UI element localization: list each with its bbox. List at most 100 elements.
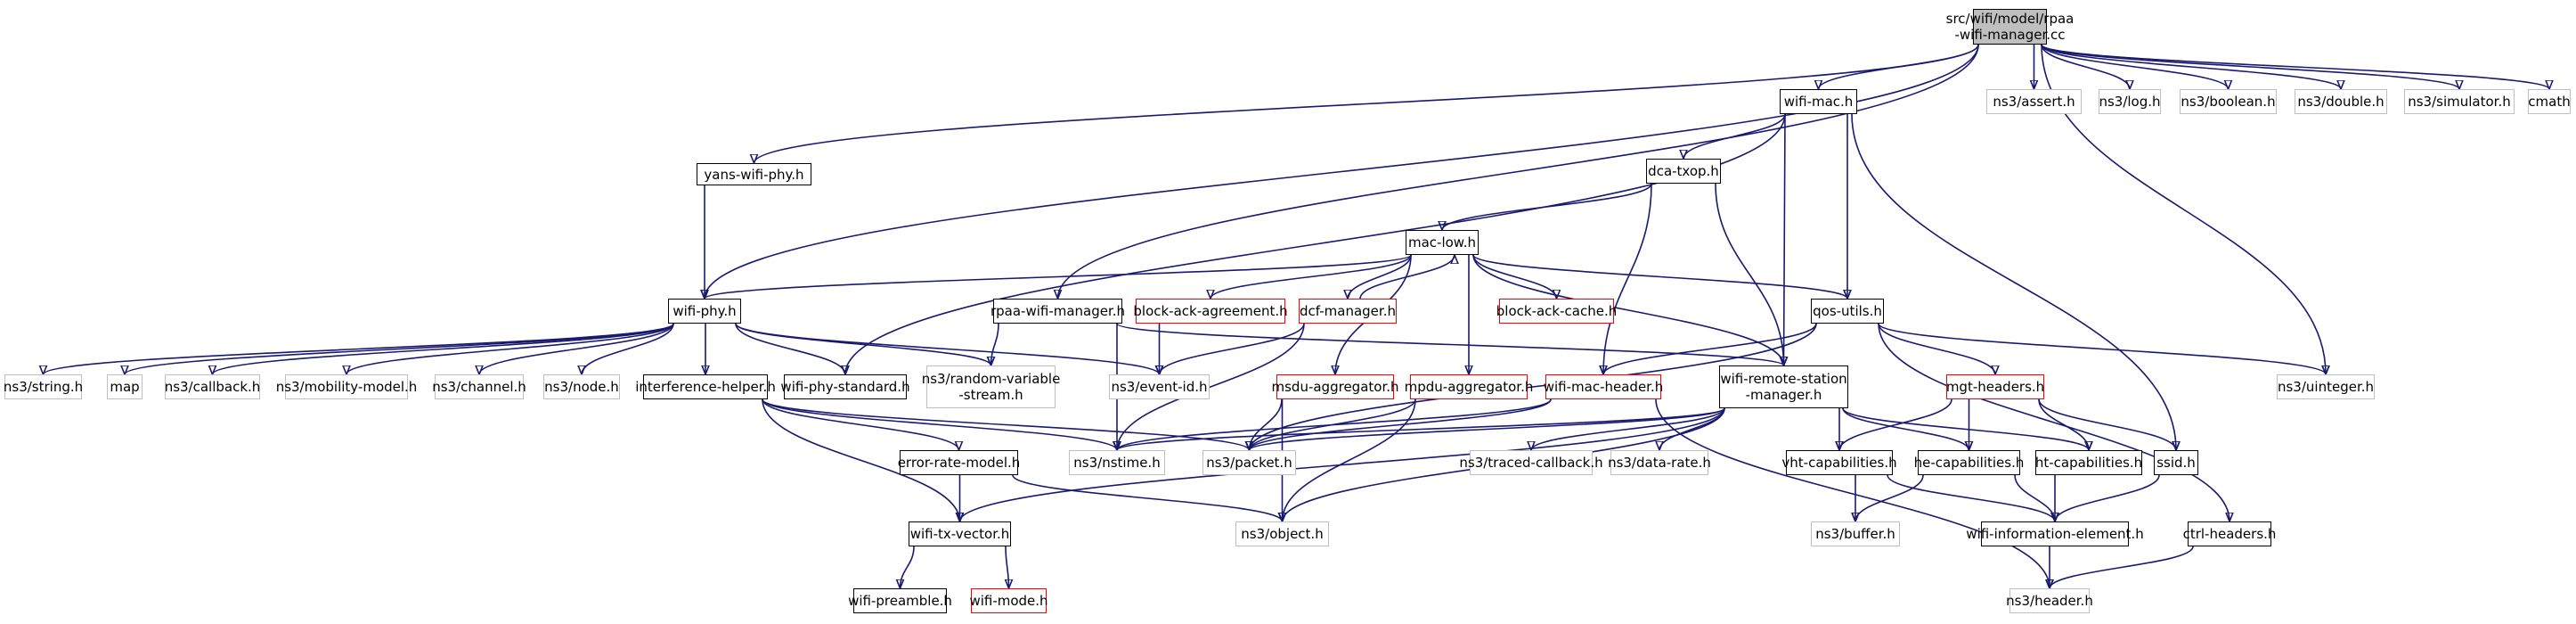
edge-qosutils-to-machdr [1603, 323, 1817, 375]
node-packet[interactable]: ns3/packet.h [1202, 450, 1296, 475]
node-randvar[interactable]: ns3/random-variable -stream.h [922, 365, 1060, 408]
node-boolean[interactable]: ns3/boolean.h [2180, 89, 2277, 114]
edge-mgthdr-to-ssid [2038, 398, 2176, 451]
node-wifimac[interactable]: wifi-mac.h [1780, 89, 1857, 114]
node-yans[interactable]: yans-wifi-phy.h [697, 163, 811, 185]
node-rpaamgr[interactable]: rpaa-wifi-manager.h [990, 299, 1125, 324]
node-msduagg[interactable]: msdu-aggregator.h [1272, 374, 1399, 399]
node-eventid[interactable]: ns3/event-id.h [1109, 374, 1210, 399]
edge-dcfmgr-to-nstime [1117, 323, 1305, 450]
node-header[interactable]: ns3/header.h [2006, 588, 2093, 613]
node-htcap[interactable]: ht-capabilities.h [2035, 450, 2142, 475]
edge-dcatxop-to-machdr [1603, 183, 1652, 374]
edge-maclow-to-dcfmgr [1348, 254, 1412, 300]
edge-interf-to-nstime [762, 398, 1117, 451]
edge-wifimac-to-phystd [845, 113, 1786, 374]
edge-root-to-log [2041, 44, 2130, 90]
node-assert[interactable]: ns3/assert.h [1986, 89, 2082, 114]
edge-root-to-boolean [2041, 44, 2229, 90]
edge-machdr-to-packet [1250, 398, 1552, 451]
edge-root-to-wifiphy [705, 44, 1979, 299]
node-root[interactable]: src/wifi/model/rpaa -wifi-manager.cc [1945, 9, 2075, 45]
edge-wifimac-to-dcatxop [1683, 113, 1786, 160]
edge-hecap-to-buffer [1855, 474, 1924, 522]
node-mpduagg[interactable]: mpdu-aggregator.h [1405, 374, 1533, 399]
node-object[interactable]: ns3/object.h [1235, 521, 1329, 546]
node-qosutils[interactable]: qos-utils.h [1811, 299, 1884, 324]
node-maclow[interactable]: mac-low.h [1406, 230, 1479, 255]
edge-errmodel-to-object [1012, 474, 1283, 522]
edge-root-to-simulator [2041, 44, 2459, 90]
node-rsm[interactable]: wifi-remote-station -manager.h [1719, 365, 1848, 408]
node-wifimode[interactable]: wifi-mode.h [969, 588, 1048, 613]
node-hecap[interactable]: he-capabilities.h [1914, 450, 2024, 475]
edge-maclow-to-wifiphy [705, 254, 1412, 300]
node-callback[interactable]: ns3/callback.h [165, 374, 260, 399]
node-nstime[interactable]: ns3/nstime.h [1069, 450, 1165, 475]
edge-wifimac-to-ssid [1851, 113, 2176, 450]
edge-ssid-to-infoelem [2055, 474, 2160, 522]
edge-rsm-to-nstime [1117, 407, 1725, 451]
node-errmodel[interactable]: error-rate-model.h [898, 450, 1020, 475]
edge-rsm-to-txvec [960, 407, 1725, 522]
node-baagree[interactable]: block-ack-agreement.h [1133, 299, 1288, 324]
edge-root-to-double [2041, 44, 2341, 90]
node-log[interactable]: ns3/log.h [2099, 89, 2161, 114]
node-infoelem[interactable]: wifi-information-element.h [1966, 521, 2144, 546]
node-nsstring[interactable]: ns3/string.h [4, 374, 83, 399]
node-ctrlhdr[interactable]: ctrl-headers.h [2183, 521, 2276, 546]
node-phystd[interactable]: wifi-phy-standard.h [780, 374, 910, 399]
edge-root-to-wifimac [1819, 44, 1979, 90]
node-channel[interactable]: ns3/channel.h [432, 374, 526, 399]
edge-wifiphy-to-channel [479, 323, 674, 375]
edge-dcatxop-to-rsm [1715, 183, 1784, 365]
edge-wifiphy-to-node [582, 323, 674, 375]
node-map[interactable]: map [107, 374, 143, 399]
edge-txvec-to-wifimode [1006, 546, 1009, 588]
edge-machdr-to-header [1655, 398, 2050, 588]
node-simulator[interactable]: ns3/simulator.h [2404, 89, 2515, 114]
edge-maclow-to-rsm [1472, 254, 1784, 366]
edge-mpduagg-to-object [1283, 398, 1416, 521]
edge-qosutils-to-mgthdr [1878, 323, 1995, 375]
node-uinteger[interactable]: ns3/uinteger.h [2277, 374, 2375, 399]
edge-wifiphy-to-map [125, 323, 674, 375]
edge-rsm-to-hecap [1842, 407, 1969, 451]
edge-wifiphy-to-mobility [346, 323, 674, 375]
node-cmath[interactable]: cmath [2528, 89, 2571, 114]
node-ssid[interactable]: ssid.h [2154, 450, 2198, 475]
edge-dcatxop-to-maclow [1442, 183, 1652, 231]
edge-maclow-to-qosutils [1472, 254, 1847, 300]
edge-rsm-to-htcap [1842, 407, 2089, 451]
node-txvec[interactable]: wifi-tx-vector.h [909, 521, 1011, 546]
node-double[interactable]: ns3/double.h [2295, 89, 2387, 114]
node-wifiphy[interactable]: wifi-phy.h [668, 299, 741, 324]
edge-root-to-rpaamgr [1058, 44, 1979, 299]
node-dcfmgr[interactable]: dcf-manager.h [1299, 299, 1397, 324]
edge-wifiphy-to-eventid [735, 323, 1160, 375]
edge-interf-to-packet [762, 398, 1250, 451]
edge-interf-to-txvec [762, 398, 960, 521]
node-interf[interactable]: interference-helper.h [635, 374, 776, 399]
edge-qosutils-to-uinteger [1878, 323, 2326, 375]
edge-dcfmgr-to-eventid [1160, 323, 1305, 375]
node-traced[interactable]: ns3/traced-callback.h [1459, 450, 1603, 475]
edge-rpaamgr-to-randvar [991, 323, 999, 365]
node-mgthdr[interactable]: mgt-headers.h [1946, 374, 2044, 399]
node-machdr[interactable]: wifi-mac-header.h [1544, 374, 1663, 399]
node-datarate[interactable]: ns3/data-rate.h [1608, 450, 1711, 475]
node-buffer[interactable]: ns3/buffer.h [1811, 521, 1900, 546]
edge-interf-to-errmodel [762, 398, 959, 451]
node-dcatxop[interactable]: dca-txop.h [1646, 159, 1721, 184]
edge-mgthdr-to-vhtcap [1839, 398, 1952, 451]
edge-dcfmgr-to-maclow [1359, 254, 1455, 300]
edge-maclow-to-baagree [1211, 254, 1412, 300]
edge-vhtcap-to-infoelem [1887, 474, 2055, 522]
node-mobility[interactable]: ns3/mobility-model.h [276, 374, 417, 399]
node-node[interactable]: ns3/node.h [543, 374, 620, 399]
node-vhtcap[interactable]: vht-capabilities.h [1781, 450, 1897, 475]
node-preamble[interactable]: wifi-preamble.h [848, 588, 952, 613]
edge-maclow-to-bacache [1472, 254, 1557, 300]
node-bacache[interactable]: block-ack-cache.h [1496, 299, 1617, 324]
